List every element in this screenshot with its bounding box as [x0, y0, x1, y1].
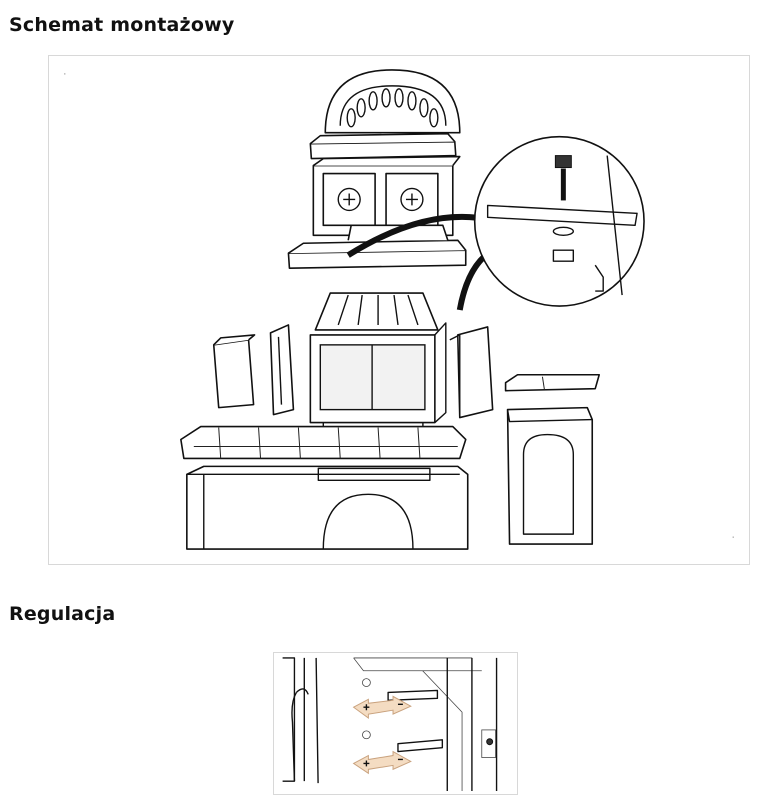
adjustment-diagram — [273, 652, 518, 795]
adjustment-diagram-icon — [282, 657, 498, 792]
assembly-diagram-icon — [64, 69, 734, 550]
section-title-adjustment: Regulacja — [9, 603, 116, 625]
section-title-assembly: Schemat montażowy — [9, 14, 235, 36]
assembly-diagram — [48, 55, 750, 565]
